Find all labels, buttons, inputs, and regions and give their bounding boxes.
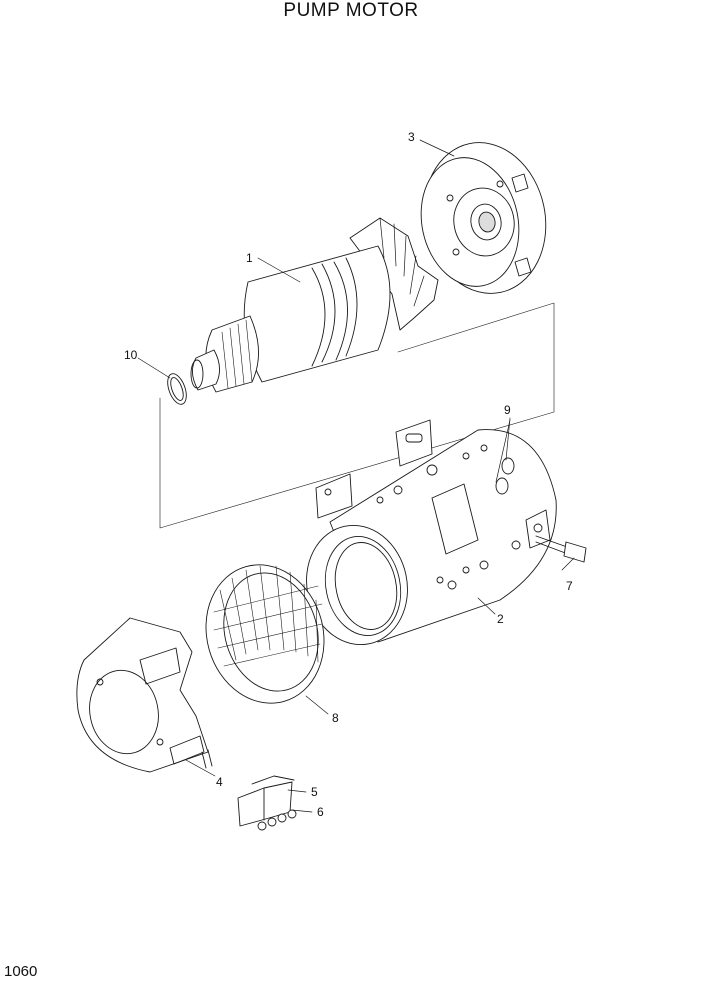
leader-lines — [137, 139, 575, 813]
callout-5: 5 — [311, 785, 318, 799]
page-title: PUMP MOTOR — [283, 0, 419, 21]
part-10-ring — [167, 373, 187, 405]
callout-6: 6 — [317, 805, 324, 819]
callout-2: 2 — [497, 612, 504, 626]
callout-7: 7 — [566, 579, 573, 593]
callout-1: 1 — [246, 251, 253, 265]
callout-4: 4 — [216, 775, 223, 789]
part-7-sensor — [535, 535, 587, 563]
page-number: 1060 — [4, 963, 38, 980]
part-1-armature — [190, 217, 439, 393]
assembly-guide-lines — [159, 302, 555, 529]
part-8-field-cage — [205, 564, 325, 704]
part-3-end-cover — [420, 142, 547, 294]
callout-9: 9 — [504, 403, 511, 417]
part-2-housing — [306, 419, 557, 646]
part-6-terminals — [257, 809, 297, 831]
callout-3: 3 — [408, 130, 415, 144]
callout-10: 10 — [124, 348, 138, 362]
part-4-brush-plate — [76, 617, 213, 773]
callout-8: 8 — [332, 711, 339, 725]
